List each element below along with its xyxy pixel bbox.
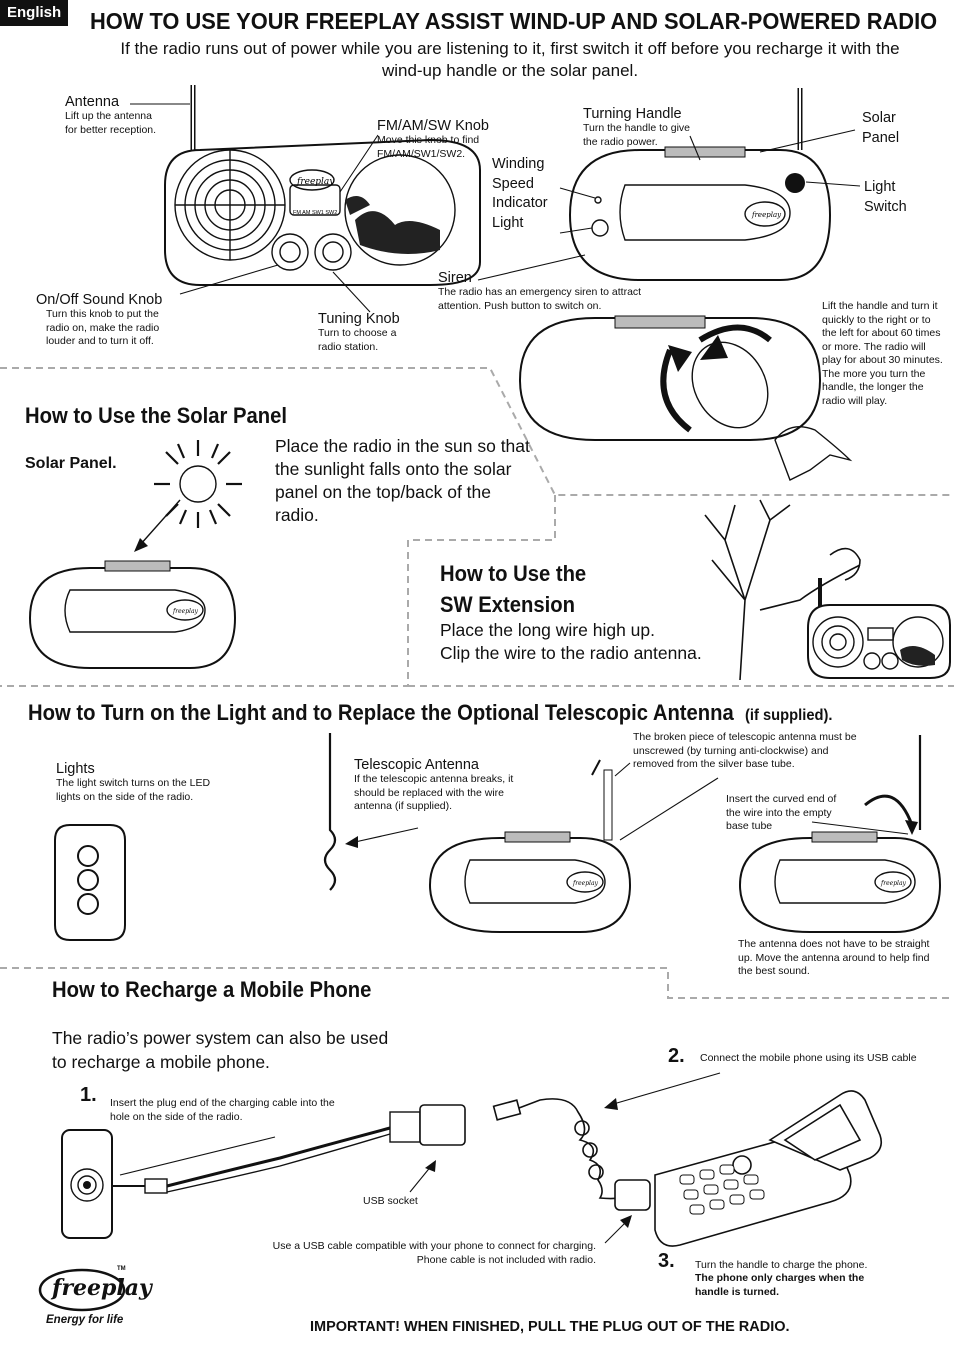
step-3-text: Turn the handle to charge the phone. bbox=[695, 1259, 868, 1271]
telescopic-desc: If the telescopic antenna breaks, it sho… bbox=[354, 773, 514, 812]
radio-solar-illustration: freeplay bbox=[28, 560, 237, 669]
solar-text: Place the radio in the sun so that the s… bbox=[275, 436, 530, 525]
svg-text:freeplay: freeplay bbox=[880, 880, 907, 887]
light-heading: How to Turn on the Light and to Replace … bbox=[28, 700, 734, 725]
radio-sw-illustration bbox=[807, 578, 951, 679]
lights-label: Lights bbox=[56, 761, 95, 777]
dial-brand: freeplay bbox=[296, 177, 335, 187]
lights-desc: The light switch turns on the LED lights… bbox=[56, 777, 211, 803]
svg-text:freeplay: freeplay bbox=[572, 880, 599, 887]
logo-tm: TM bbox=[117, 1266, 126, 1272]
cable-note-1: Use a USB cable compatible with your pho… bbox=[272, 1240, 596, 1252]
tuning-knob-desc: Turn to choose a radio station. bbox=[318, 327, 397, 353]
telescopic-label: Telescopic Antenna bbox=[354, 757, 479, 773]
sun-icon bbox=[134, 440, 242, 552]
winding-note: Lift the handle and turn it quickly to t… bbox=[822, 300, 943, 407]
phone-intro: The radio’s power system can also be use… bbox=[52, 1028, 389, 1072]
svg-text:freeplay: freeplay bbox=[751, 211, 782, 219]
light-heading-row: How to Turn on the Light and to Replace … bbox=[28, 700, 840, 726]
logo-tagline: Energy for life bbox=[46, 1314, 124, 1326]
radio-winding-illustration bbox=[518, 315, 853, 481]
tuning-knob-label: Tuning Knob bbox=[318, 311, 400, 327]
logo-wordmark: freeplay bbox=[52, 1275, 152, 1301]
solar-heading: How to Use the Solar Panel bbox=[25, 403, 288, 428]
page-title: HOW TO USE YOUR FREEPLAY ASSIST WIND-UP … bbox=[90, 8, 938, 34]
tree-illustration bbox=[704, 499, 861, 681]
phone-heading: How to Recharge a Mobile Phone bbox=[52, 977, 372, 1002]
sw-heading-line2: SW Extension bbox=[440, 592, 575, 617]
step-1-number: 1. bbox=[80, 1084, 97, 1106]
step-3-number: 3. bbox=[658, 1250, 675, 1272]
solar-panel-label: Solar Panel bbox=[862, 110, 900, 146]
light-switch-label: Light Switch bbox=[864, 179, 907, 215]
band-knob-desc: Move this knob to find FM/AM/SW1/SW2. bbox=[377, 134, 480, 160]
insert-wire-note: Insert the curved end of the wire into t… bbox=[726, 793, 837, 832]
cable-note-2: Phone cable is not included with radio. bbox=[416, 1254, 596, 1266]
sw-heading-line1: How to Use the bbox=[440, 561, 587, 586]
intro-text: If the radio runs out of power while you… bbox=[120, 39, 900, 80]
antenna-desc: Lift up the antenna for better reception… bbox=[65, 110, 157, 136]
on-off-knob-label: On/Off Sound Knob bbox=[36, 292, 163, 308]
divider-sw bbox=[0, 495, 556, 687]
turning-handle-desc: Turn the handle to give the radio power. bbox=[583, 122, 691, 148]
on-off-knob-desc: Turn this knob to put the radio on, make… bbox=[46, 308, 160, 347]
step-3-bold: The phone only charges when the handle i… bbox=[695, 1272, 865, 1298]
sw-text-line1: Place the long wire high up. bbox=[440, 620, 655, 640]
radio-back-illustration: freeplay bbox=[568, 88, 832, 281]
wire-antenna bbox=[323, 733, 337, 891]
sw-text-line2: Clip the wire to the radio antenna. bbox=[440, 643, 702, 663]
antenna-label: Antenna bbox=[65, 94, 120, 110]
radio-telescopic-illustration: freeplay bbox=[428, 769, 632, 933]
dial-bands: FM AM SW1 SW2 bbox=[293, 210, 337, 216]
language-tab[interactable]: English bbox=[0, 0, 69, 26]
step-1-text: Insert the plug end of the charging cabl… bbox=[110, 1097, 335, 1123]
divider-solar bbox=[0, 367, 954, 496]
light-heading-suffix: (if supplied). bbox=[745, 707, 833, 724]
divider-phone bbox=[0, 967, 954, 999]
radio-front-illustration: freeplay FM AM SW1 SW2 bbox=[164, 85, 481, 286]
step-2-text: Connect the mobile phone using its USB c… bbox=[700, 1052, 917, 1064]
important-notice: IMPORTANT! WHEN FINISHED, PULL THE PLUG … bbox=[310, 1319, 790, 1335]
charging-cable-illustration bbox=[112, 1104, 466, 1194]
svg-text:freeplay: freeplay bbox=[172, 608, 199, 615]
freeplay-logo bbox=[38, 1268, 126, 1312]
lights-panel-illustration bbox=[54, 824, 126, 941]
broken-antenna-note: The broken piece of telescopic antenna m… bbox=[633, 731, 857, 770]
winding-light-label: Winding Speed Indicator Light bbox=[492, 156, 548, 231]
band-knob-label: FM/AM/SW Knob bbox=[377, 118, 489, 134]
usb-socket-label: USB socket bbox=[363, 1195, 418, 1207]
mobile-phone-illustration bbox=[654, 1090, 883, 1247]
turning-handle-label: Turning Handle bbox=[583, 106, 682, 122]
siren-label: Siren bbox=[438, 270, 472, 286]
siren-desc: The radio has an emergency siren to attr… bbox=[438, 286, 642, 312]
antenna-straight-note: The antenna does not have to be straight… bbox=[738, 938, 930, 977]
radio-side-socket-illustration bbox=[61, 1129, 113, 1239]
usb-cable-illustration bbox=[492, 1098, 651, 1211]
solar-sub: Solar Panel. bbox=[25, 455, 117, 472]
step-2-number: 2. bbox=[668, 1045, 685, 1067]
radio-replace-antenna-illustration: freeplay bbox=[738, 735, 942, 933]
